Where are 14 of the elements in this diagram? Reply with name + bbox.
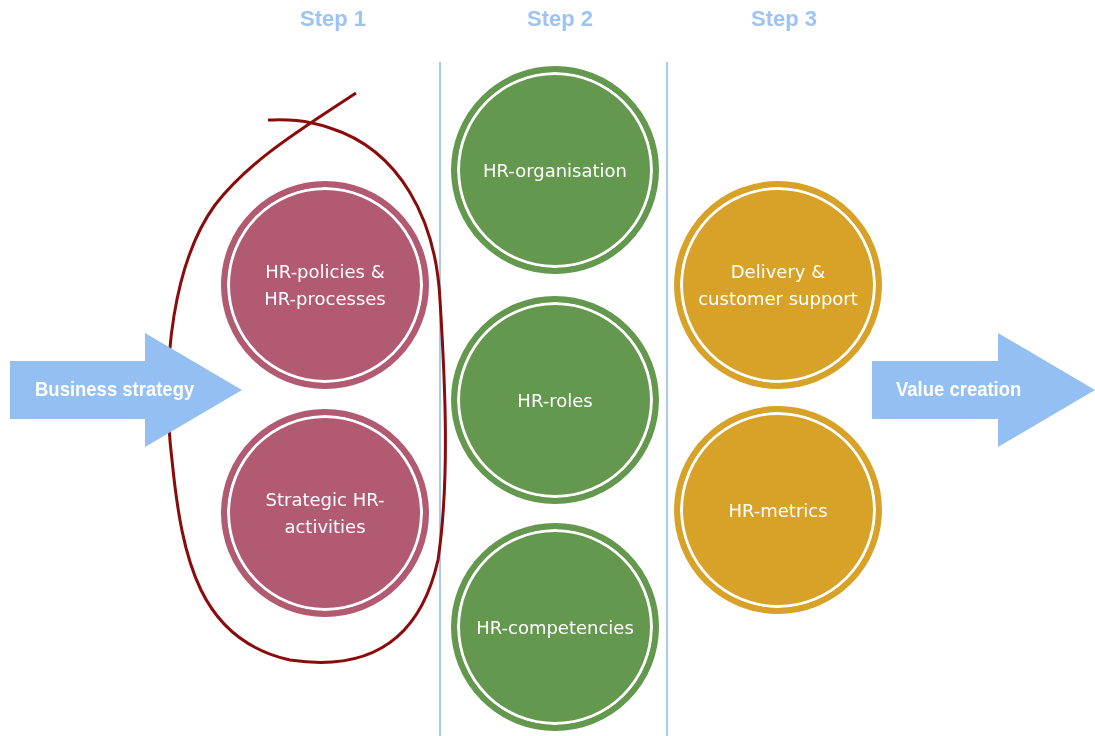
step-heading: Step 1 <box>300 6 367 32</box>
node-label: HR-competencies <box>476 615 634 640</box>
node-label: HR-organisation <box>483 158 627 183</box>
block-arrow <box>10 333 242 447</box>
node-label: HR-policies & HR-processes <box>263 260 387 311</box>
node-label: HR-roles <box>517 388 593 413</box>
step-heading: Step 2 <box>527 6 594 32</box>
node-label: Value creation <box>896 377 1022 401</box>
node-label: Strategic HR-activities <box>264 488 386 539</box>
node-label: Business strategy <box>35 377 195 401</box>
node-label: HR-metrics <box>728 498 828 523</box>
node-label: Delivery & customer support <box>697 260 859 311</box>
step-heading: Step 3 <box>751 6 818 32</box>
block-arrow <box>872 333 1095 447</box>
